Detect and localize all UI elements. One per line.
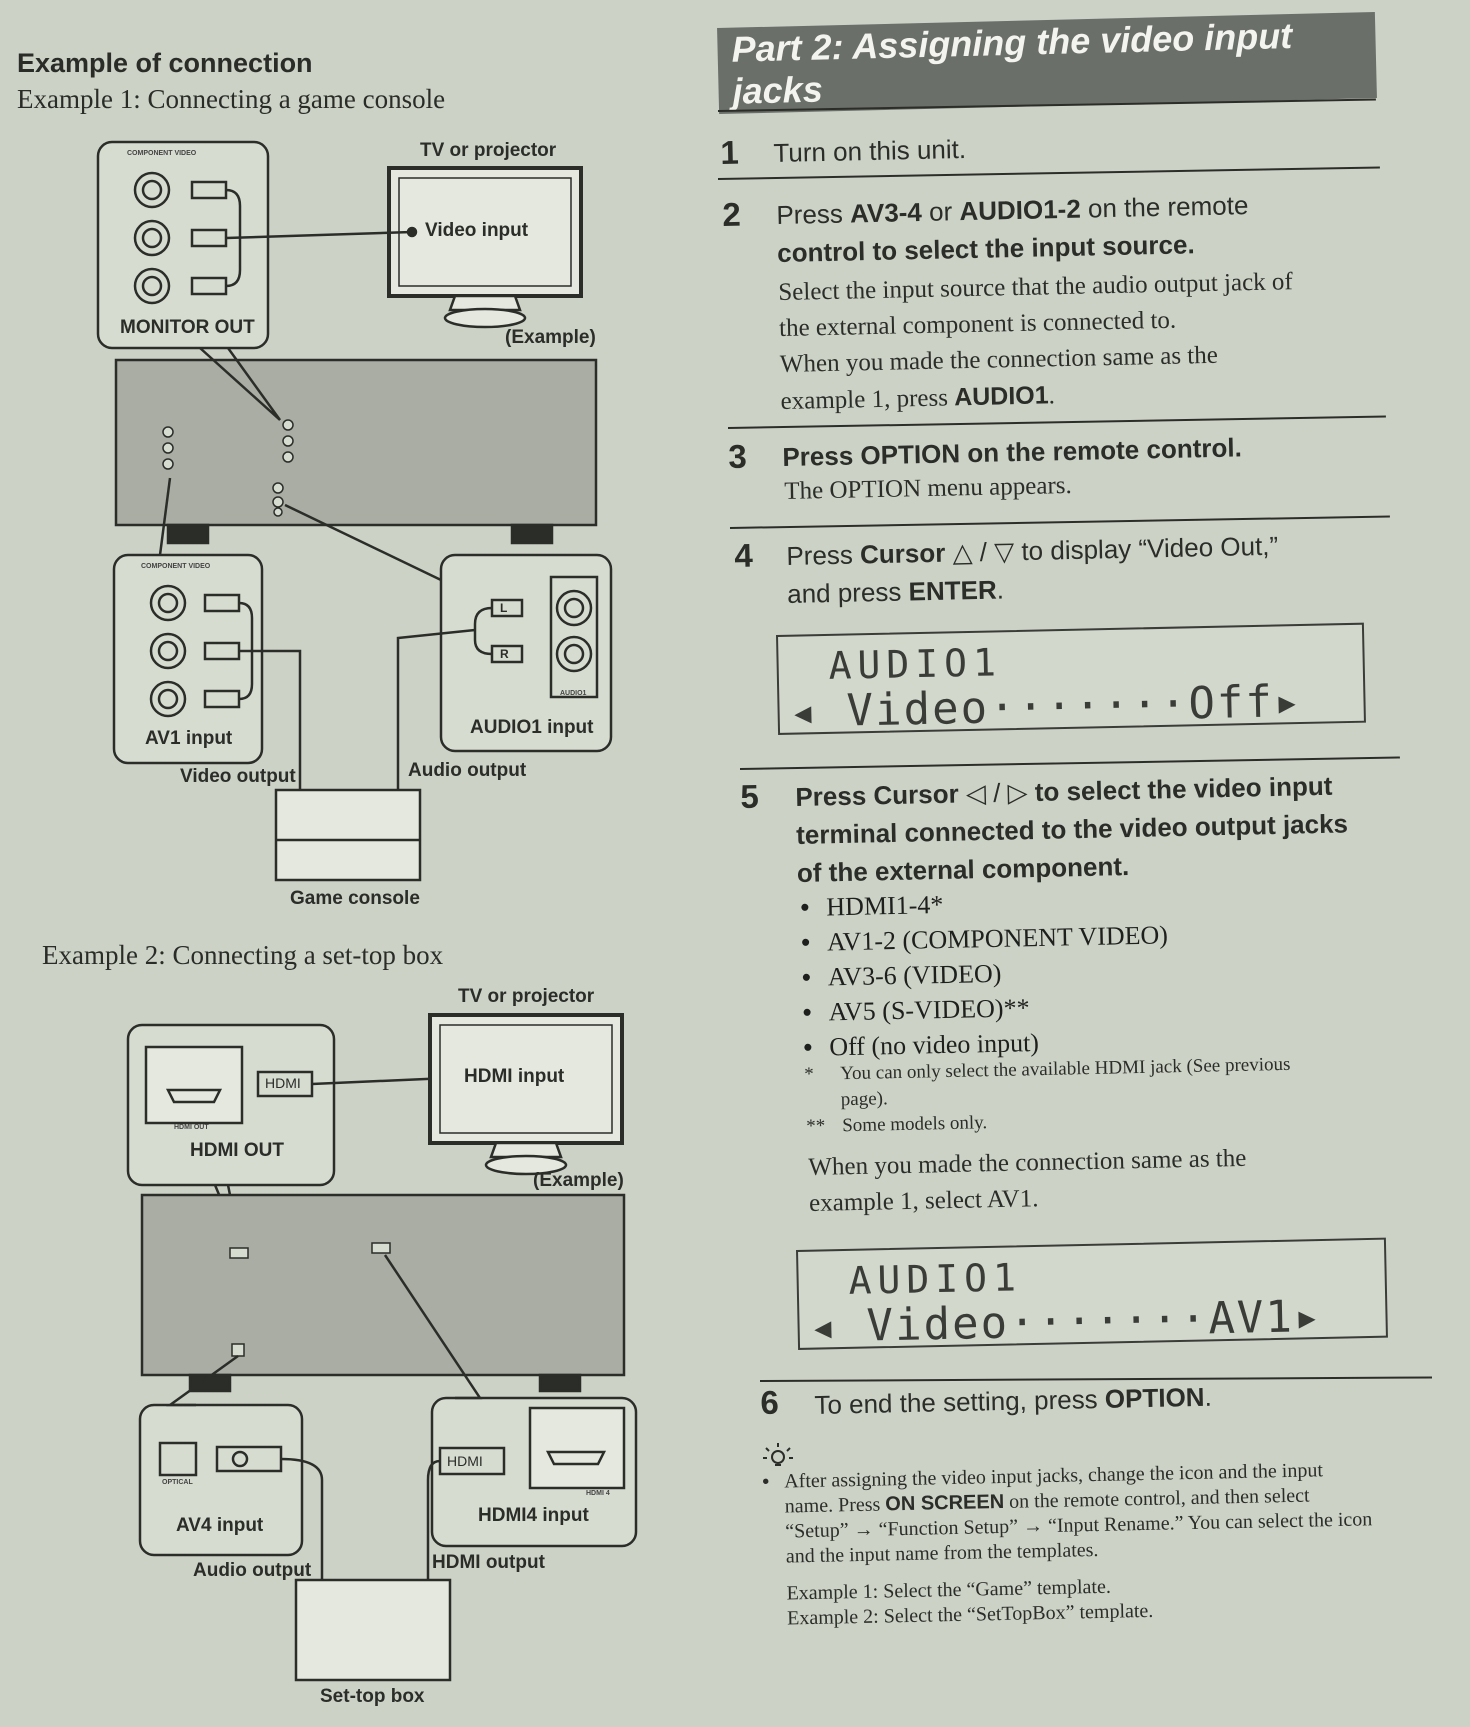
hdmi4-input-label: HDMI4 input [478, 1505, 589, 1526]
step4-heading: Press Cursor △ / ▽ to display “Video Out… [786, 530, 1279, 609]
set-top-box-label: Set-top box [320, 1686, 425, 1707]
monitor-out-label: MONITOR OUT [120, 317, 255, 338]
component-video-label-2: COMPONENT VIDEO [141, 563, 211, 570]
audio12-key: AUDIO1-2 [959, 193, 1082, 227]
option-key-2: OPTION [1104, 1381, 1205, 1414]
step1-number: 1 [720, 133, 740, 171]
hdmi-out-label: HDMI OUT [190, 1140, 284, 1161]
hdmi-out-small-label: HDMI OUT [174, 1124, 209, 1131]
step2-body: Select the input source that the audio o… [778, 268, 1293, 415]
receiver-body-2 [140, 1193, 626, 1377]
tv-label-2: TV or projector [458, 986, 595, 1007]
lcd-display-2: AUDIO1 ◂ Video·······AV1▸ [796, 1237, 1388, 1353]
set-top-box-shape [294, 1578, 452, 1682]
footnote-2: **Some models only. [806, 1112, 988, 1137]
lightbulb-icon [763, 1443, 793, 1466]
av34-key: AV3-4 [849, 196, 923, 229]
component-video-label: COMPONENT VIDEO [127, 150, 197, 157]
hdmi4-small-label: HDMI 4 [586, 1490, 610, 1497]
lcd1-line2: ◂ Video·······Off▸ [789, 675, 1303, 738]
hdmi-plug-label-2: HDMI [447, 1453, 483, 1469]
jack-r-label: R [500, 647, 509, 661]
hdmi-plug-label: HDMI [265, 1075, 301, 1091]
lcd1-line1: AUDIO1 [828, 640, 1003, 688]
game-console-label: Game console [290, 888, 420, 909]
audio1-input-label: AUDIO1 input [470, 717, 594, 738]
lcd2-line1: AUDIO1 [848, 1255, 1023, 1303]
on-screen-key: ON SCREEN [885, 1490, 1005, 1516]
lcd2-line2: ◂ Video·······AV1▸ [809, 1290, 1323, 1353]
video-input-label: Video input [425, 220, 529, 241]
game-console-shape [274, 788, 422, 882]
example2-title: Example 2: Connecting a set-top box [42, 940, 444, 970]
example-tag-1: (Example) [505, 327, 596, 348]
example1-title: Example 1: Connecting a game console [17, 84, 446, 114]
lcd-display-1: AUDIO1 ◂ Video·······Off▸ [776, 622, 1366, 738]
step2-number: 2 [722, 195, 742, 233]
footnote-1: *You can only select the available HDMI … [804, 1053, 1291, 1111]
step1-heading: Turn on this unit. [773, 133, 967, 168]
section-heading: Example of connection [17, 48, 313, 78]
hdmi-output-label: HDMI output [432, 1552, 545, 1573]
rule-3 [729, 515, 1390, 529]
jack-l-label: L [500, 601, 508, 615]
av1-input-label: AV1 input [145, 728, 233, 749]
step6-number: 6 [760, 1383, 780, 1421]
step3-body: The OPTION menu appears. [784, 471, 1073, 505]
hdmi-input-label: HDMI input [464, 1066, 565, 1087]
step4-number: 4 [734, 536, 754, 574]
optical-label: OPTICAL [162, 1479, 193, 1486]
example2-diagram [126, 1013, 638, 1682]
tv-screen [387, 166, 583, 298]
example-tag-2: (Example) [533, 1170, 624, 1191]
step2-heading: Press AV3-4 or AUDIO1-2 on the remote co… [776, 190, 1249, 268]
video-input-options: HDMI1-4* AV1-2 (COMPONENT VIDEO) AV3-6 (… [800, 882, 1170, 1065]
step5-number: 5 [740, 777, 760, 815]
option-key: OPTION [860, 438, 961, 471]
step5-heading: Press Cursor ◁ / ▷ to select the video i… [795, 770, 1349, 888]
step3-number: 3 [728, 437, 748, 475]
audio-output-label-1: Audio output [408, 760, 527, 781]
step5-body: When you made the connection same as the… [808, 1144, 1247, 1217]
part-banner: Part 2: Assigning the video input jacks [717, 11, 1377, 115]
example1-diagram [96, 140, 613, 882]
audio-output-label-2: Audio output [193, 1560, 312, 1581]
tv-label-1: TV or projector [420, 140, 557, 161]
av4-input-label: AV4 input [176, 1515, 264, 1536]
step6-heading: To end the setting, press OPTION. [814, 1381, 1213, 1420]
audio1-small-label: AUDIO1 [560, 690, 587, 697]
video-output-label: Video output [180, 766, 296, 787]
receiver-body [114, 358, 598, 527]
tip-text: •After assigning the video input jacks, … [762, 1459, 1373, 1630]
